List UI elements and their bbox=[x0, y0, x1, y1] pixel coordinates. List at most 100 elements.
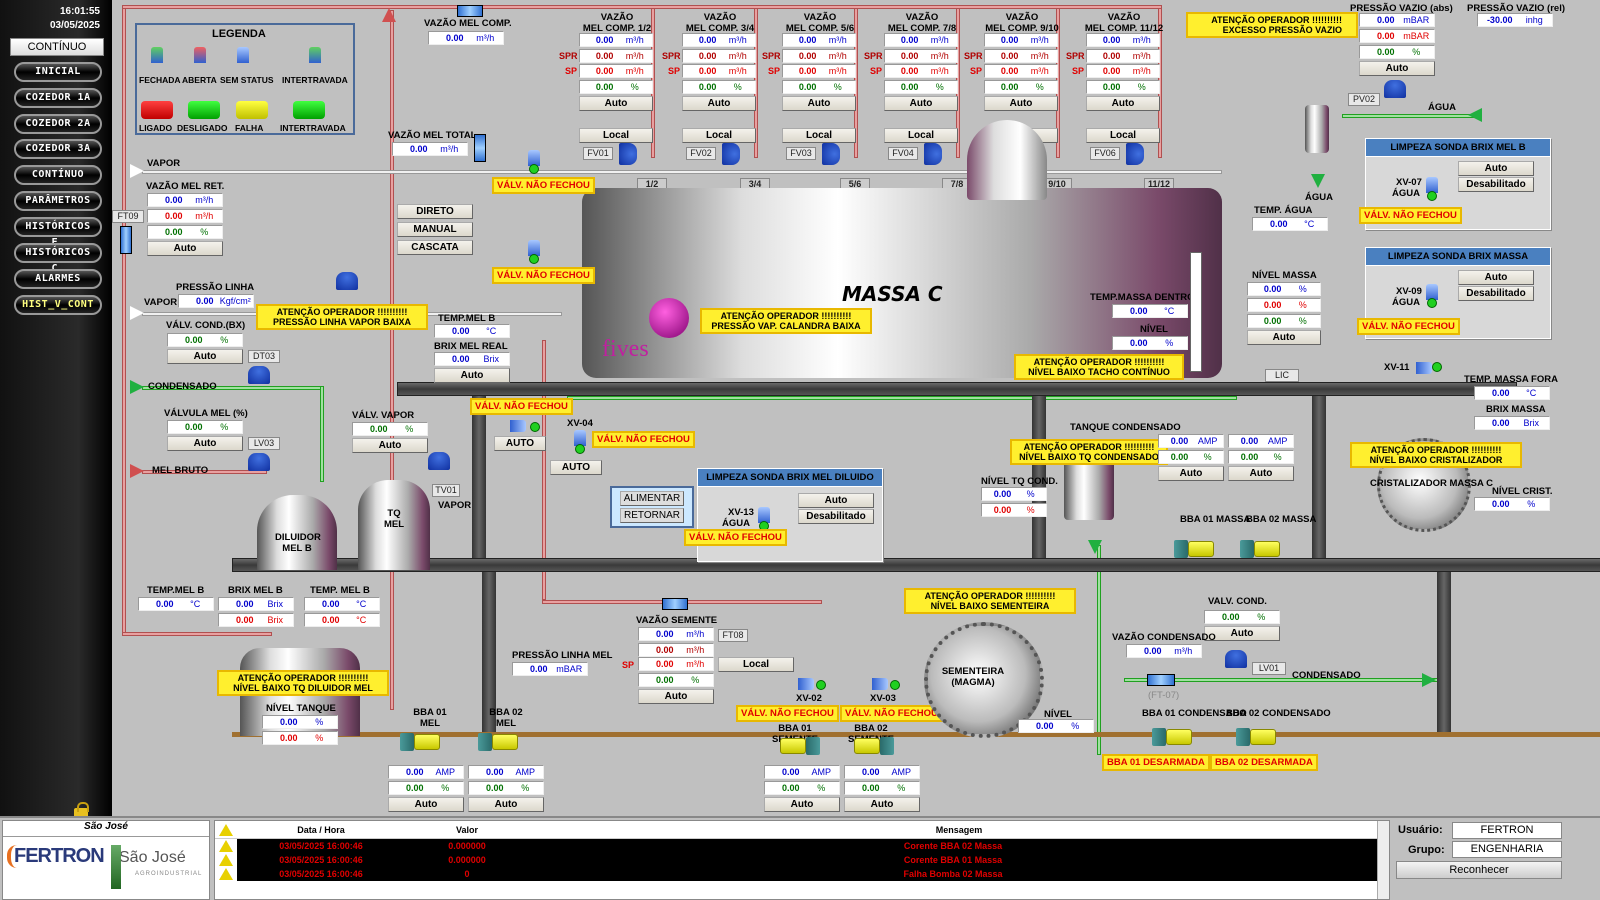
valve-icon[interactable] bbox=[528, 240, 540, 256]
limpeza-massa-state-button[interactable]: Desabilitado bbox=[1458, 286, 1534, 301]
control-valve-icon[interactable] bbox=[1126, 143, 1144, 165]
limpeza-mel-diluido-state-button[interactable]: Desabilitado bbox=[798, 509, 874, 524]
mode-direto-button[interactable]: DIRETO bbox=[397, 204, 473, 219]
bba02-massa-mode-button[interactable]: Auto bbox=[1228, 466, 1294, 481]
compartment-valve-tag[interactable]: FV03 bbox=[786, 147, 816, 160]
pv02-tag[interactable]: PV02 bbox=[1348, 93, 1380, 106]
vazao-mel-ret-mode-button[interactable]: Auto bbox=[147, 241, 223, 256]
compartment-valve-tag[interactable]: FV02 bbox=[686, 147, 716, 160]
lv01-tag[interactable]: LV01 bbox=[1252, 662, 1286, 675]
mode-cascata-button[interactable]: CASCATA bbox=[397, 240, 473, 255]
valv-vapor-mode-button[interactable]: Auto bbox=[352, 438, 428, 453]
nav-inicial[interactable]: INICIAL bbox=[14, 62, 102, 82]
valvula-mel-mode-button[interactable]: Auto bbox=[167, 436, 243, 451]
vazao-semente-local-button[interactable]: Local bbox=[718, 657, 794, 672]
valve-icon[interactable] bbox=[528, 150, 540, 166]
alarm-row[interactable]: 03/05/2025 16:00:46 0.000000 Corente BBA… bbox=[215, 853, 1389, 867]
valve-xv09-icon[interactable] bbox=[1426, 284, 1438, 300]
valve-xv04-icon[interactable] bbox=[574, 430, 586, 446]
pump-bba01-mel-icon[interactable] bbox=[400, 733, 440, 751]
tv01-tag[interactable]: TV01 bbox=[432, 484, 460, 497]
control-valve-icon[interactable] bbox=[722, 143, 740, 165]
alarm-scrollbar[interactable] bbox=[1377, 821, 1389, 899]
valve-icon[interactable] bbox=[510, 420, 526, 432]
control-valve-lv01-icon[interactable] bbox=[1225, 650, 1247, 668]
valve-xv07-icon[interactable] bbox=[1426, 177, 1438, 193]
control-valve-icon[interactable] bbox=[924, 143, 942, 165]
valve-xv13-icon[interactable] bbox=[758, 507, 770, 523]
control-valve-lv03-icon[interactable] bbox=[248, 453, 270, 471]
control-valve-icon[interactable] bbox=[619, 143, 637, 165]
pump-bba02-semente-icon[interactable] bbox=[854, 737, 894, 755]
bba02-mel-mode-button[interactable]: Auto bbox=[468, 797, 544, 812]
compartment-mode-button[interactable]: Auto bbox=[579, 96, 653, 111]
ft08-tag[interactable]: FT08 bbox=[718, 629, 748, 642]
control-valve-pv02-icon[interactable] bbox=[1384, 80, 1406, 98]
nav-alarmes[interactable]: ALARMES bbox=[14, 269, 102, 289]
control-valve-icon[interactable] bbox=[822, 143, 840, 165]
reconhecer-button[interactable]: Reconhecer bbox=[1396, 861, 1562, 879]
compartment-mode-button[interactable]: Auto bbox=[1086, 96, 1160, 111]
valv-cond-bx-mode-button[interactable]: Auto bbox=[167, 349, 243, 364]
compartment-local-button[interactable]: Local bbox=[579, 128, 653, 143]
retornar-button[interactable]: RETORNAR bbox=[620, 508, 684, 523]
compartment-local-button[interactable]: Local bbox=[682, 128, 756, 143]
xv04-auto-button[interactable]: AUTO bbox=[550, 460, 602, 475]
valv-cond-mode-button[interactable]: Auto bbox=[1204, 626, 1280, 641]
col-mensagem[interactable]: Mensagem bbox=[935, 824, 983, 835]
brix-mel-real-mode-button[interactable]: Auto bbox=[434, 368, 510, 383]
pump-bba01-massa-icon[interactable] bbox=[1174, 540, 1214, 558]
nav-cozedor-2a[interactable]: COZEDOR 2A bbox=[14, 114, 102, 134]
limpeza-mel-b-state-button[interactable]: Desabilitado bbox=[1458, 177, 1534, 192]
compartment-mode-button[interactable]: Auto bbox=[682, 96, 756, 111]
compartment-local-button[interactable]: Local bbox=[1086, 128, 1160, 143]
compartment-valve-tag[interactable]: FV01 bbox=[583, 147, 613, 160]
bba01-semente-mode-button[interactable]: Auto bbox=[764, 797, 840, 812]
alarm-row[interactable]: 03/05/2025 16:00:46 0.000000 Corente BBA… bbox=[215, 839, 1389, 853]
bba01-massa-mode-button[interactable]: Auto bbox=[1158, 466, 1224, 481]
nav-cozedor-3a[interactable]: COZEDOR 3A bbox=[14, 139, 102, 159]
bba01-mel-mode-button[interactable]: Auto bbox=[388, 797, 464, 812]
valve-xv03-icon[interactable] bbox=[872, 678, 888, 690]
alimentar-button[interactable]: ALIMENTAR bbox=[620, 491, 684, 506]
compartment-mode-button[interactable]: Auto bbox=[782, 96, 856, 111]
nav-parametros[interactable]: PARÂMETROS bbox=[14, 191, 102, 211]
control-valve-tv01-icon[interactable] bbox=[428, 452, 450, 470]
compartment-local-button[interactable]: Local bbox=[884, 128, 958, 143]
col-data-hora[interactable]: Data / Hora bbox=[297, 824, 345, 835]
pressao-vazio-mode-button[interactable]: Auto bbox=[1359, 61, 1435, 76]
compartment-mode-button[interactable]: Auto bbox=[884, 96, 958, 111]
compartment-valve-tag[interactable]: FV04 bbox=[888, 147, 918, 160]
limpeza-mel-diluido-mode-button[interactable]: Auto bbox=[798, 493, 874, 508]
nav-historicos-f[interactable]: HISTÓRICOS F. bbox=[14, 217, 102, 248]
nav-hist-v-cont[interactable]: HIST_V_CONT bbox=[14, 295, 102, 315]
pump-bba02-mel-icon[interactable] bbox=[478, 733, 518, 751]
alarm-row[interactable]: 03/05/2025 16:00:46 0 Falha Bomba 02 Mas… bbox=[215, 867, 1389, 881]
pump-bba01-cond-icon[interactable] bbox=[1152, 728, 1192, 746]
vazao-semente-mode-button[interactable]: Auto bbox=[638, 689, 714, 704]
col-valor[interactable]: Valor bbox=[455, 824, 478, 835]
control-valve-dt03-icon[interactable] bbox=[248, 366, 270, 384]
ft09-tag[interactable]: FT09 bbox=[112, 210, 144, 223]
pump-bba02-massa-icon[interactable] bbox=[1240, 540, 1280, 558]
bba02-semente-mode-button[interactable]: Auto bbox=[844, 797, 920, 812]
nav-continuo[interactable]: CONTÍNUO bbox=[14, 165, 102, 185]
valve-xv11-icon[interactable] bbox=[1416, 362, 1432, 374]
nav-historicos-c[interactable]: HISTÓRICOS C. bbox=[14, 243, 102, 274]
valve-xv02-icon[interactable] bbox=[798, 678, 814, 690]
limpeza-massa-mode-button[interactable]: Auto bbox=[1458, 270, 1534, 285]
valve-auto-button[interactable]: AUTO bbox=[494, 436, 546, 451]
nivel-massa-mode-button[interactable]: Auto bbox=[1247, 330, 1321, 345]
pump-bba02-cond-icon[interactable] bbox=[1236, 728, 1276, 746]
control-valve-vapor-icon[interactable] bbox=[336, 272, 358, 290]
mode-manual-button[interactable]: MANUAL bbox=[397, 222, 473, 237]
compartment-valve-tag[interactable]: FV06 bbox=[1090, 147, 1120, 160]
lv03-tag[interactable]: LV03 bbox=[248, 437, 280, 450]
pump-bba01-semente-icon[interactable] bbox=[780, 737, 820, 755]
dt03-tag[interactable]: DT03 bbox=[248, 350, 280, 363]
compartment-local-button[interactable]: Local bbox=[782, 128, 856, 143]
limpeza-mel-b-mode-button[interactable]: Auto bbox=[1458, 161, 1534, 176]
compartment-mode-button[interactable]: Auto bbox=[984, 96, 1058, 111]
lic-tag[interactable]: LIC bbox=[1265, 369, 1299, 382]
nav-cozedor-1a[interactable]: COZEDOR 1A bbox=[14, 88, 102, 108]
